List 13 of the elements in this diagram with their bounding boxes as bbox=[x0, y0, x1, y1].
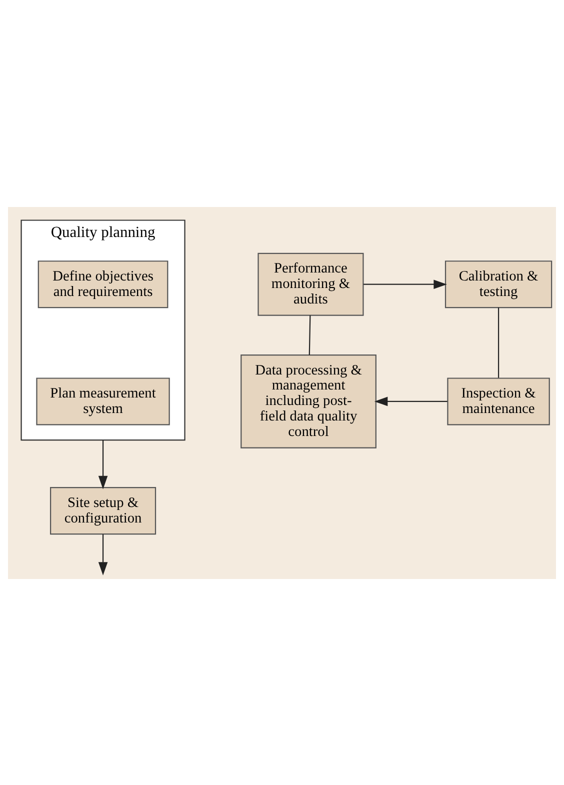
arrow bbox=[364, 279, 447, 288]
connector bbox=[308, 314, 311, 354]
node-box: Site setup & configuration bbox=[50, 486, 156, 534]
connector bbox=[498, 307, 500, 378]
arrow bbox=[98, 440, 108, 489]
node-box: Data processing & management including post-field data quality control bbox=[240, 354, 376, 448]
node-box: Calibration & testing bbox=[444, 260, 552, 308]
node-box: Plan measurement system bbox=[36, 377, 170, 425]
arrow bbox=[374, 396, 448, 406]
node-box: Performance monitoring & audits bbox=[258, 252, 364, 316]
arrow bbox=[98, 534, 108, 575]
node-box: Inspection & maintenance bbox=[447, 377, 550, 425]
node-box: Define objectives and requirements bbox=[38, 260, 168, 308]
